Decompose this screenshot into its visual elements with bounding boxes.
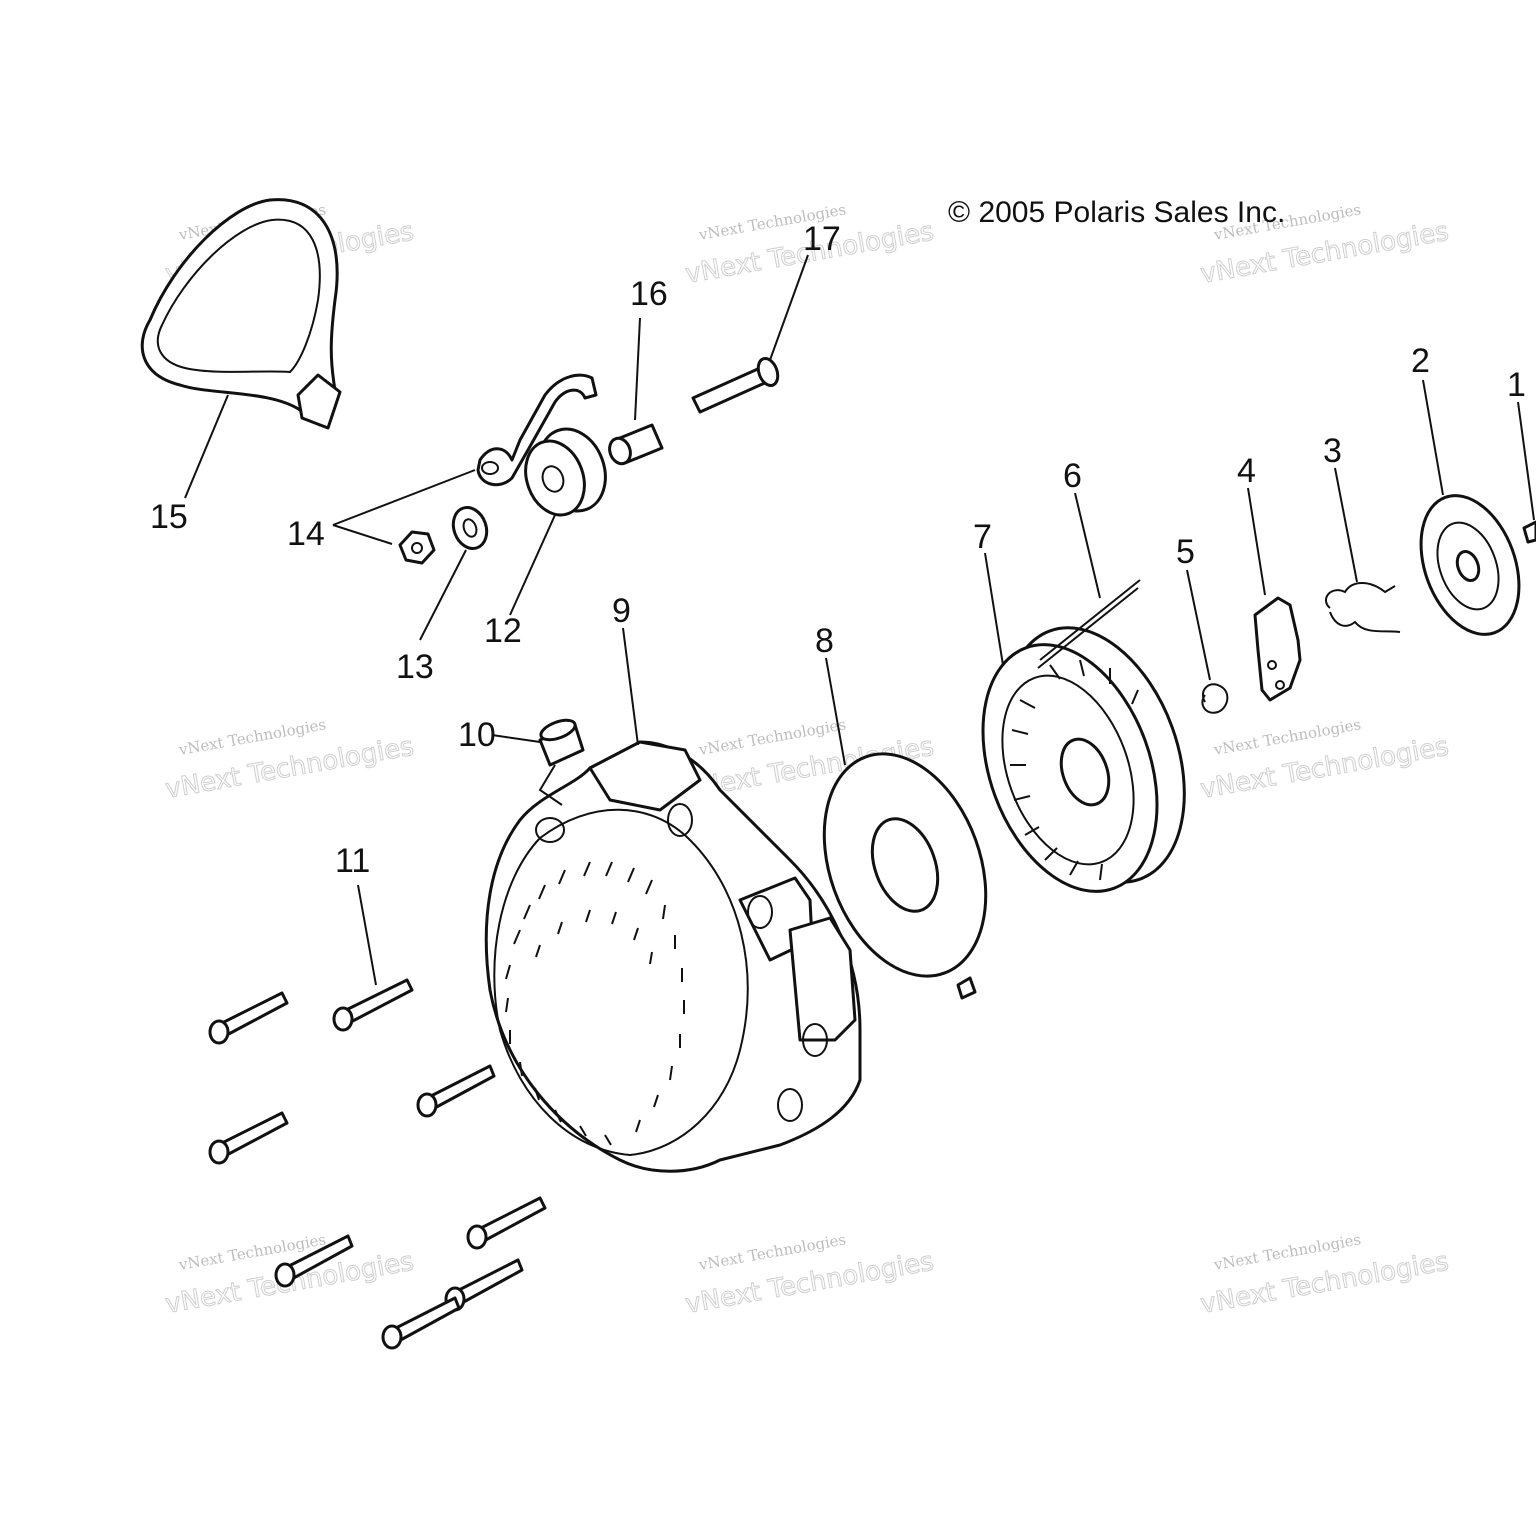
- part-14-rope-guide: [476, 373, 598, 487]
- callout-9: 9: [612, 592, 631, 630]
- watermark: vNext Technologies vNext Technologies: [683, 1230, 937, 1320]
- part-6-rope: [1037, 579, 1141, 669]
- part-11-screws: [208, 978, 547, 1350]
- callout-10: 10: [458, 716, 496, 754]
- screw: [416, 1064, 496, 1118]
- callout-4: 4: [1237, 452, 1256, 490]
- part-15-handle: [140, 198, 342, 430]
- screw: [208, 991, 289, 1045]
- callout-8: 8: [815, 622, 834, 660]
- callout-17: 17: [803, 220, 841, 258]
- screw: [466, 1196, 547, 1250]
- part-9-starter-housing: [484, 740, 862, 1173]
- callout-1: 1: [1507, 366, 1526, 404]
- part-8-spring: [822, 752, 988, 1000]
- screw: [208, 1111, 289, 1165]
- part-13-washer: [451, 506, 489, 550]
- part-7-reel: [981, 626, 1186, 893]
- callout-15: 15: [150, 498, 188, 536]
- housing-vent-slots: [505, 861, 685, 1146]
- watermark: vNext Technologies vNext Technologies: [163, 715, 417, 805]
- callout-3: 3: [1323, 432, 1342, 470]
- part-14-nut: [398, 530, 436, 565]
- callout-labels: 1 2 3 4 5 6 7 8 9 10 11 12 13 14 15 16 1…: [150, 220, 1526, 880]
- screw: [332, 978, 414, 1032]
- part-12-pulley: [524, 427, 607, 517]
- callout-7: 7: [973, 518, 992, 556]
- screw: [274, 1234, 354, 1288]
- watermark: vNext Technologies vNext Technologies: [1198, 1230, 1452, 1320]
- callout-11: 11: [335, 842, 370, 880]
- callout-6: 6: [1063, 457, 1082, 495]
- copyright-notice: © 2005 Polaris Sales Inc.: [948, 196, 1285, 229]
- part-17-pin: [691, 356, 780, 414]
- part-1-bolt: [1522, 520, 1536, 544]
- part-4-pawl: [1253, 596, 1302, 702]
- part-16-bushing: [608, 423, 664, 466]
- part-5-small-spring: [1201, 683, 1229, 714]
- part-3-clip: [1325, 582, 1401, 633]
- reel-ribs: [1010, 659, 1139, 881]
- callout-16: 16: [630, 275, 668, 313]
- callout-12: 12: [484, 612, 522, 650]
- screw: [381, 1296, 461, 1350]
- callout-2: 2: [1411, 342, 1430, 380]
- watermark: vNext Technologies vNext Technologies: [1198, 715, 1452, 805]
- callout-13: 13: [396, 648, 434, 686]
- callout-5: 5: [1176, 533, 1195, 571]
- part-2-plate: [1419, 494, 1521, 636]
- watermark-group: vNext Technologies vNext Technologies vN…: [163, 200, 1452, 1320]
- part-10-plug: [538, 718, 585, 767]
- callout-14: 14: [287, 515, 325, 553]
